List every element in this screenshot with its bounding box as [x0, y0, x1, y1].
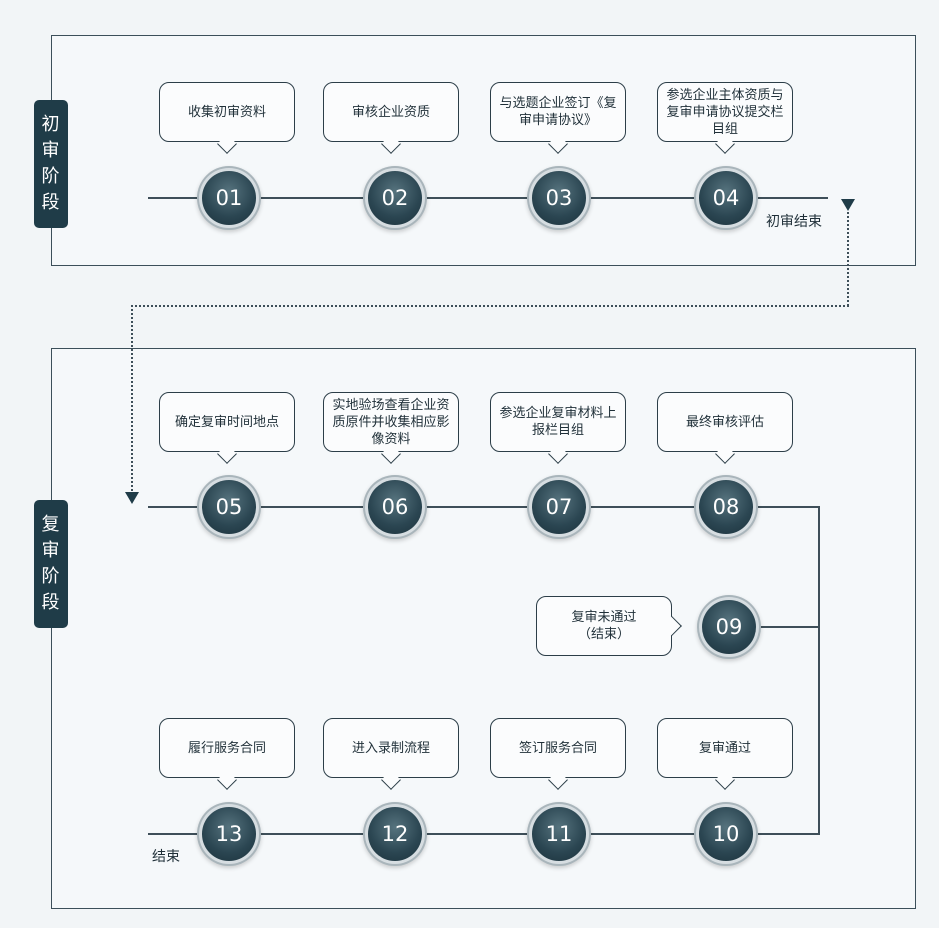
- connector-right-vertical: [818, 506, 820, 834]
- step-bubble-12: 进入录制流程: [323, 718, 459, 778]
- step-bubble-08: 最终审核评估: [657, 392, 793, 452]
- connector-row-3: [148, 833, 820, 835]
- step-node-06: 06: [368, 480, 422, 534]
- step-node-10: 10: [699, 807, 753, 861]
- step-bubble-03: 与选题企业签订《复审申请协议》: [490, 82, 626, 142]
- step-node-13: 13: [202, 807, 256, 861]
- step-bubble-02: 审核企业资质: [323, 82, 459, 142]
- step-bubble-05: 确定复审时间地点: [159, 392, 295, 452]
- stage-tab-second-review: 复审阶段: [34, 500, 68, 628]
- step-bubble-07: 参选企业复审材料上报栏目组: [490, 392, 626, 452]
- step-node-02: 02: [368, 171, 422, 225]
- first-review-end-label: 初审结束: [766, 214, 822, 230]
- step-bubble-01: 收集初审资料: [159, 82, 295, 142]
- step-node-08: 08: [699, 480, 753, 534]
- step-node-09: 09: [702, 600, 756, 654]
- dotted-connector-down: [847, 212, 849, 306]
- step-node-04: 04: [699, 171, 753, 225]
- step-bubble-13: 履行服务合同: [159, 718, 295, 778]
- step-bubble-10: 复审通过: [657, 718, 793, 778]
- step-bubble-04: 参选企业主体资质与复审申请协议提交栏目组: [657, 82, 793, 142]
- step-node-11: 11: [532, 807, 586, 861]
- step-node-03: 03: [532, 171, 586, 225]
- arrow-down-icon: [125, 492, 139, 504]
- dotted-connector-across: [131, 305, 849, 307]
- step-bubble-11: 签订服务合同: [490, 718, 626, 778]
- step-node-12: 12: [368, 807, 422, 861]
- end-label: 结束: [152, 849, 180, 865]
- arrow-down-icon: [841, 199, 855, 211]
- connector-row-1: [148, 197, 828, 199]
- connector-row-2: [148, 506, 820, 508]
- step-node-05: 05: [202, 480, 256, 534]
- first-review-frame: [51, 35, 916, 266]
- step-bubble-09: 复审未通过（结束）: [536, 596, 672, 656]
- step-node-07: 07: [532, 480, 586, 534]
- stage-tab-first-review: 初审阶段: [34, 100, 68, 228]
- connector-to-09: [756, 626, 820, 628]
- dotted-connector-down-left: [131, 305, 133, 491]
- step-node-01: 01: [202, 171, 256, 225]
- step-bubble-06: 实地验场查看企业资质原件并收集相应影像资料: [323, 392, 459, 452]
